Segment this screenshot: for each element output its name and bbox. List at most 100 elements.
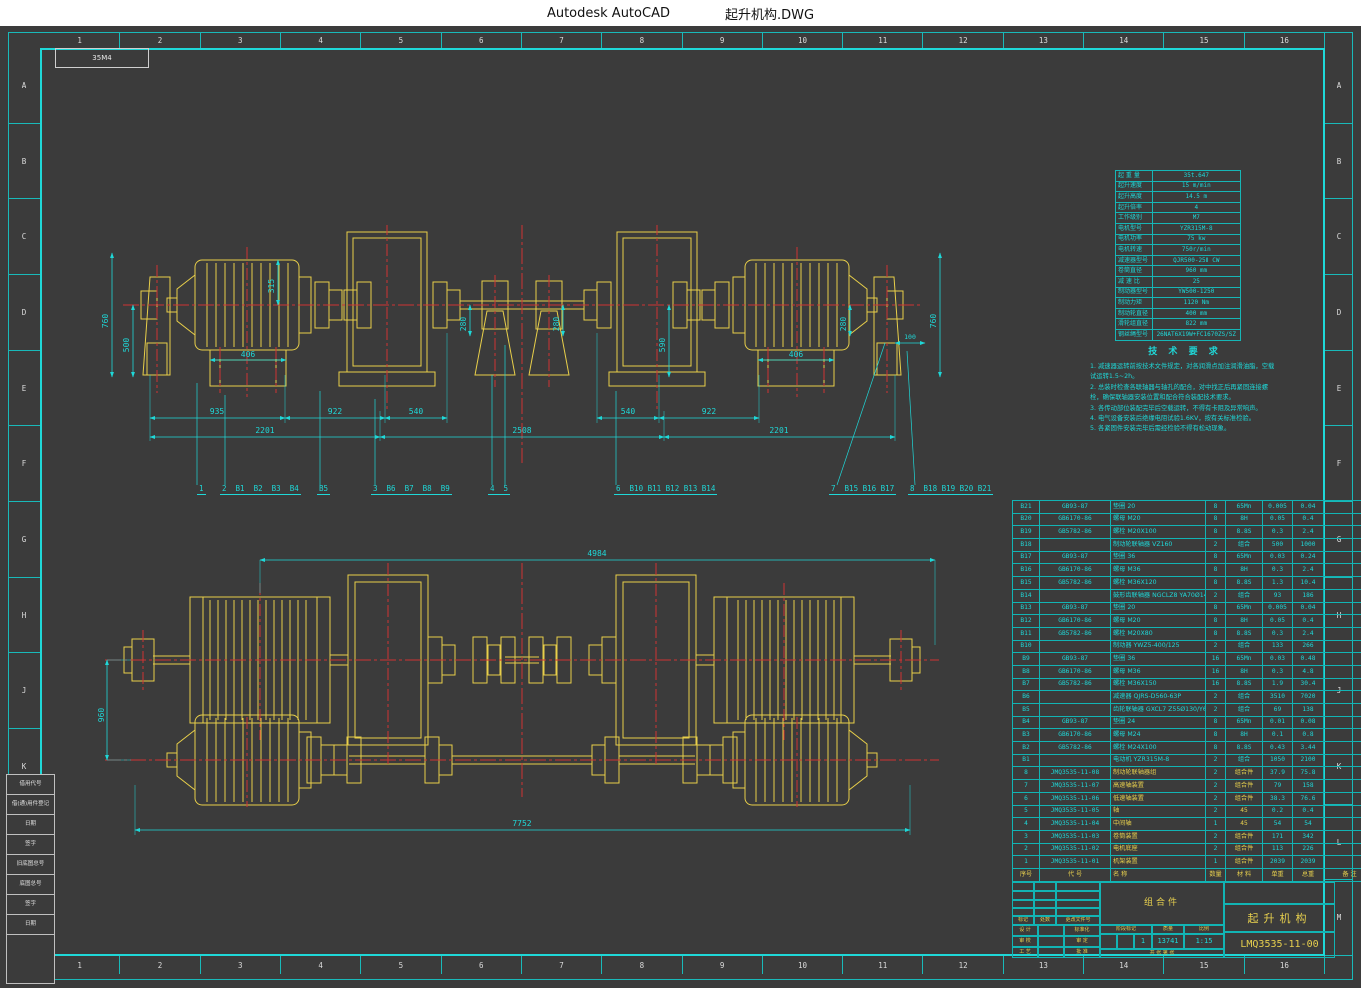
bom-cell: 138: [1293, 704, 1324, 717]
titleblock-sheets_line: 共 张 第 张: [1100, 949, 1224, 958]
grid-row-label: D: [1325, 275, 1353, 351]
bom-cell: 37.9: [1263, 767, 1293, 780]
bom-cell: 螺母 M20: [1111, 615, 1206, 628]
bom-cell: 0.48: [1293, 653, 1324, 666]
param-label: 制动力矩: [1116, 298, 1153, 309]
bom-row: B17GB93-87垫圈 36865Mn0.030.24: [1013, 551, 1361, 564]
bom-row: B14鼓形齿联轴器 NGCLZ8 YA70Ø142/YB80Ø1422组合931…: [1013, 589, 1361, 602]
window-titlebar[interactable]: Autodesk AutoCAD 起升机构.DWG: [0, 0, 1361, 26]
bom-cell: 69: [1263, 704, 1293, 717]
param-label: 起 重 量: [1116, 171, 1153, 182]
param-row: 起升高度14.5 m: [1116, 192, 1241, 203]
bom-header-cell: 备 注: [1324, 868, 1361, 881]
technical-note: 3. 各传动部位装配完毕后空载运转，不得有卡阻及异常响声。: [1090, 404, 1280, 414]
bom-cell: 组合: [1226, 589, 1263, 602]
titleblock-cell: [1224, 882, 1335, 904]
bom-cell: 7020: [1293, 691, 1324, 704]
dim-label: 540: [621, 407, 636, 416]
grid-row-label: A: [1325, 48, 1353, 124]
param-value: 14.5 m: [1152, 192, 1240, 203]
titleblock-cell: [1056, 908, 1100, 916]
bom-cell: 4.8: [1293, 665, 1324, 678]
balloon-label: 1: [197, 484, 206, 495]
bom-cell: GB6170-86: [1040, 615, 1111, 628]
margin-field-label: 旧底图总号: [7, 855, 54, 875]
plan-view[interactable]: 4984 7752 960: [95, 535, 1010, 855]
bom-cell: 8H: [1226, 729, 1263, 742]
dim-label: 280: [459, 317, 468, 332]
param-value: 35t.647: [1152, 171, 1240, 182]
bom-cell: B4: [1013, 716, 1040, 729]
param-label: 减 速 比: [1116, 276, 1153, 287]
bom-cell: 8H: [1226, 615, 1263, 628]
grid-col-label: 4: [281, 32, 361, 48]
bom-cell: 0.01: [1263, 716, 1293, 729]
bom-cell: 0.4: [1293, 615, 1324, 628]
titleblock-design: 设 计: [1012, 925, 1038, 936]
bom-cell: 8: [1206, 627, 1226, 640]
param-row: 电机型号YZR315M-8: [1116, 223, 1241, 234]
titleblock-count: 处数: [1034, 916, 1056, 925]
bom-row: 6JMQ3535-11-06低速轴装置2组合件38.376.6: [1013, 792, 1361, 805]
grid-row-label: G: [8, 502, 40, 578]
grid-band-bottom: 12345678910111213141516: [40, 956, 1325, 974]
bom-cell-remark: [1324, 577, 1361, 590]
plan-drive-unit-mirrored: [522, 563, 920, 807]
param-row: 制动轮直径400 mm: [1116, 308, 1241, 319]
bom-cell: 组合件: [1226, 767, 1263, 780]
grid-col-label: 8: [602, 32, 682, 48]
bom-row: B5齿轮联轴器 GXCL7 Z55Ø130/Y60Ø1422组合69138: [1013, 704, 1361, 717]
bom-cell-remark: [1324, 704, 1361, 717]
grid-row-label: B: [8, 124, 40, 200]
titleblock-cell: [1056, 900, 1100, 908]
grid-row-label: D: [8, 275, 40, 351]
bom-cell: 8.8S: [1226, 526, 1263, 539]
bom-cell: 76.6: [1293, 792, 1324, 805]
balloon-label: 4 5: [488, 484, 510, 495]
bom-cell: 组合: [1226, 754, 1263, 767]
bom-row: B4GB93-87垫圈 24865Mn0.010.08: [1013, 716, 1361, 729]
bom-cell: 0.08: [1293, 716, 1324, 729]
bom-row: B13GB93-87垫圈 20865Mn0.0050.04: [1013, 602, 1361, 615]
bom-cell: JMQ3535-11-02: [1040, 843, 1111, 856]
bom-cell: B18: [1013, 539, 1040, 552]
bom-cell-remark: [1324, 551, 1361, 564]
bom-cell: 8: [1206, 615, 1226, 628]
bom-cell: 158: [1293, 780, 1324, 793]
bom-cell: 卷筒装置: [1111, 830, 1206, 843]
bom-cell: GB93-87: [1040, 551, 1111, 564]
dim-label: 935: [210, 407, 225, 416]
bom-cell: GB6170-86: [1040, 513, 1111, 526]
grid-col-label: 15: [1164, 32, 1244, 48]
bom-cell: B9: [1013, 653, 1040, 666]
grid-row-label: B: [1325, 124, 1353, 200]
bom-row: B12GB6170-86螺母 M2088H0.050.4: [1013, 615, 1361, 628]
titleblock-number: LMQ3535-11-00: [1224, 932, 1335, 958]
plan-drive-unit: [124, 563, 522, 807]
bom-cell-remark: [1324, 716, 1361, 729]
grid-col-label: 12: [923, 956, 1003, 974]
plan-centerlines: [105, 563, 939, 797]
bom-header-cell: 名 称: [1111, 868, 1206, 881]
bom-cell: 组合: [1226, 691, 1263, 704]
titleblock-cell: [1012, 891, 1034, 900]
technical-requirements-body: 1. 减速器运转前按技术文件规定，对各润滑点加注润滑油脂，空载试运转1.5~2h…: [1090, 362, 1280, 435]
bom-cell: [1040, 754, 1111, 767]
bom-cell: B6: [1013, 691, 1040, 704]
bom-cell: GB93-87: [1040, 716, 1111, 729]
titleblock-cell: [1034, 891, 1056, 900]
bom-cell: GB5782-86: [1040, 526, 1111, 539]
elevation-view[interactable]: 935 922 540 540 922 2201 2508 2201 406 4…: [95, 225, 1010, 517]
bom-cell: 低速轴装置: [1111, 792, 1206, 805]
bom-row: B6减速器 QJRS-D560-63P2组合35107020: [1013, 691, 1361, 704]
grid-row-label: F: [1325, 426, 1353, 502]
grid-row-label: H: [8, 578, 40, 654]
cad-canvas[interactable]: 12345678910111213141516 1234567891011121…: [0, 26, 1361, 988]
bom-cell: 1: [1206, 818, 1226, 831]
grid-col-label: 6: [442, 32, 522, 48]
bom-cell-remark: [1324, 818, 1361, 831]
bom-header-row: 序号代 号名 称数量材 料单重总重备 注: [1013, 868, 1361, 881]
balloon-label: 7 B15 B16 B17: [829, 484, 896, 495]
bom-cell-remark: [1324, 729, 1361, 742]
param-label: 起升倍率: [1116, 202, 1153, 213]
